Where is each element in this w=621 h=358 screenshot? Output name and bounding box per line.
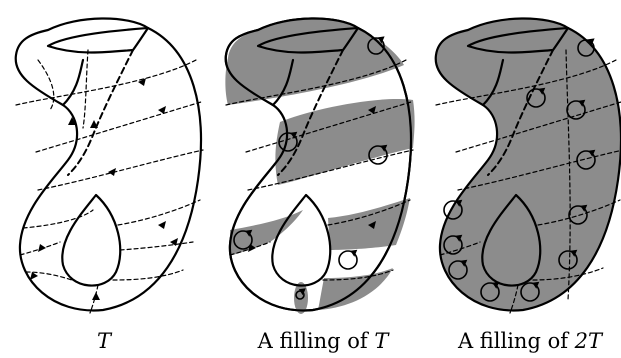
rotation-arrowhead-icon [290,131,298,139]
rotation-arrowhead-icon [455,234,463,242]
panel-t [14,17,204,314]
rotation-arrowhead-icon [580,204,588,212]
rotation-markers [233,36,388,300]
rotation-arrowhead-icon [570,249,578,257]
rotation-arrowhead-icon [350,249,358,257]
flow-arrows [30,78,178,300]
rotation-arrowhead-icon [245,229,253,237]
rotation-circle-icon [443,200,463,220]
rotation-arrowhead-icon [538,87,546,95]
foliation-leaves [225,59,414,281]
rotation-arrowhead-icon [377,36,385,44]
klein-bottle-hole [271,193,332,287]
rotation-arrowhead-icon [532,281,540,289]
rotation-markers [443,38,596,302]
rotation-arrowhead-icon [588,149,596,157]
rotation-circle-icon [448,260,468,280]
caption-t: T [97,329,113,353]
caption-filling-2t: A filling of 2T [457,329,604,353]
rotation-circle-icon [558,250,578,270]
panel-filling-2t [434,17,621,314]
foliation-leaves [15,49,204,314]
cell-boundaries [435,49,621,314]
rotation-circle-icon [577,39,595,57]
rotation-circle-icon [568,205,588,225]
panel-filling-t [224,17,415,314]
rotation-circle-icon [338,250,358,270]
neck-dashed-seam [67,49,134,176]
rotation-arrowhead-icon [492,281,500,289]
rotation-circle-icon [368,145,388,165]
rotation-arrowhead-icon [578,99,586,107]
rotation-arrowhead-icon [298,288,306,296]
rotation-circle-icon [367,37,385,55]
rotation-arrowhead-icon [587,38,595,46]
rotation-circle-icon [526,88,546,108]
rotation-circle-icon [520,282,540,302]
filled-regions [225,18,415,314]
klein-bottle-hole [61,193,122,287]
rotation-circle-icon [443,235,463,255]
rotation-circle-icon [233,230,253,250]
rotation-arrowhead-icon [380,144,388,152]
caption-filling-t: A filling of T [257,329,391,353]
flow-arrows [248,106,376,252]
klein-bottle-outline [14,17,203,312]
klein-bottle-mouth [46,26,150,54]
rotation-circle-icon [566,100,586,120]
rotation-arrowhead-icon [455,199,463,207]
klein-bottle-neck [61,58,85,107]
rotation-circle-icon [576,150,596,170]
rotation-arrowhead-icon [460,259,468,267]
rotation-circle-icon [278,132,298,152]
rotation-circle-icon [480,282,500,302]
